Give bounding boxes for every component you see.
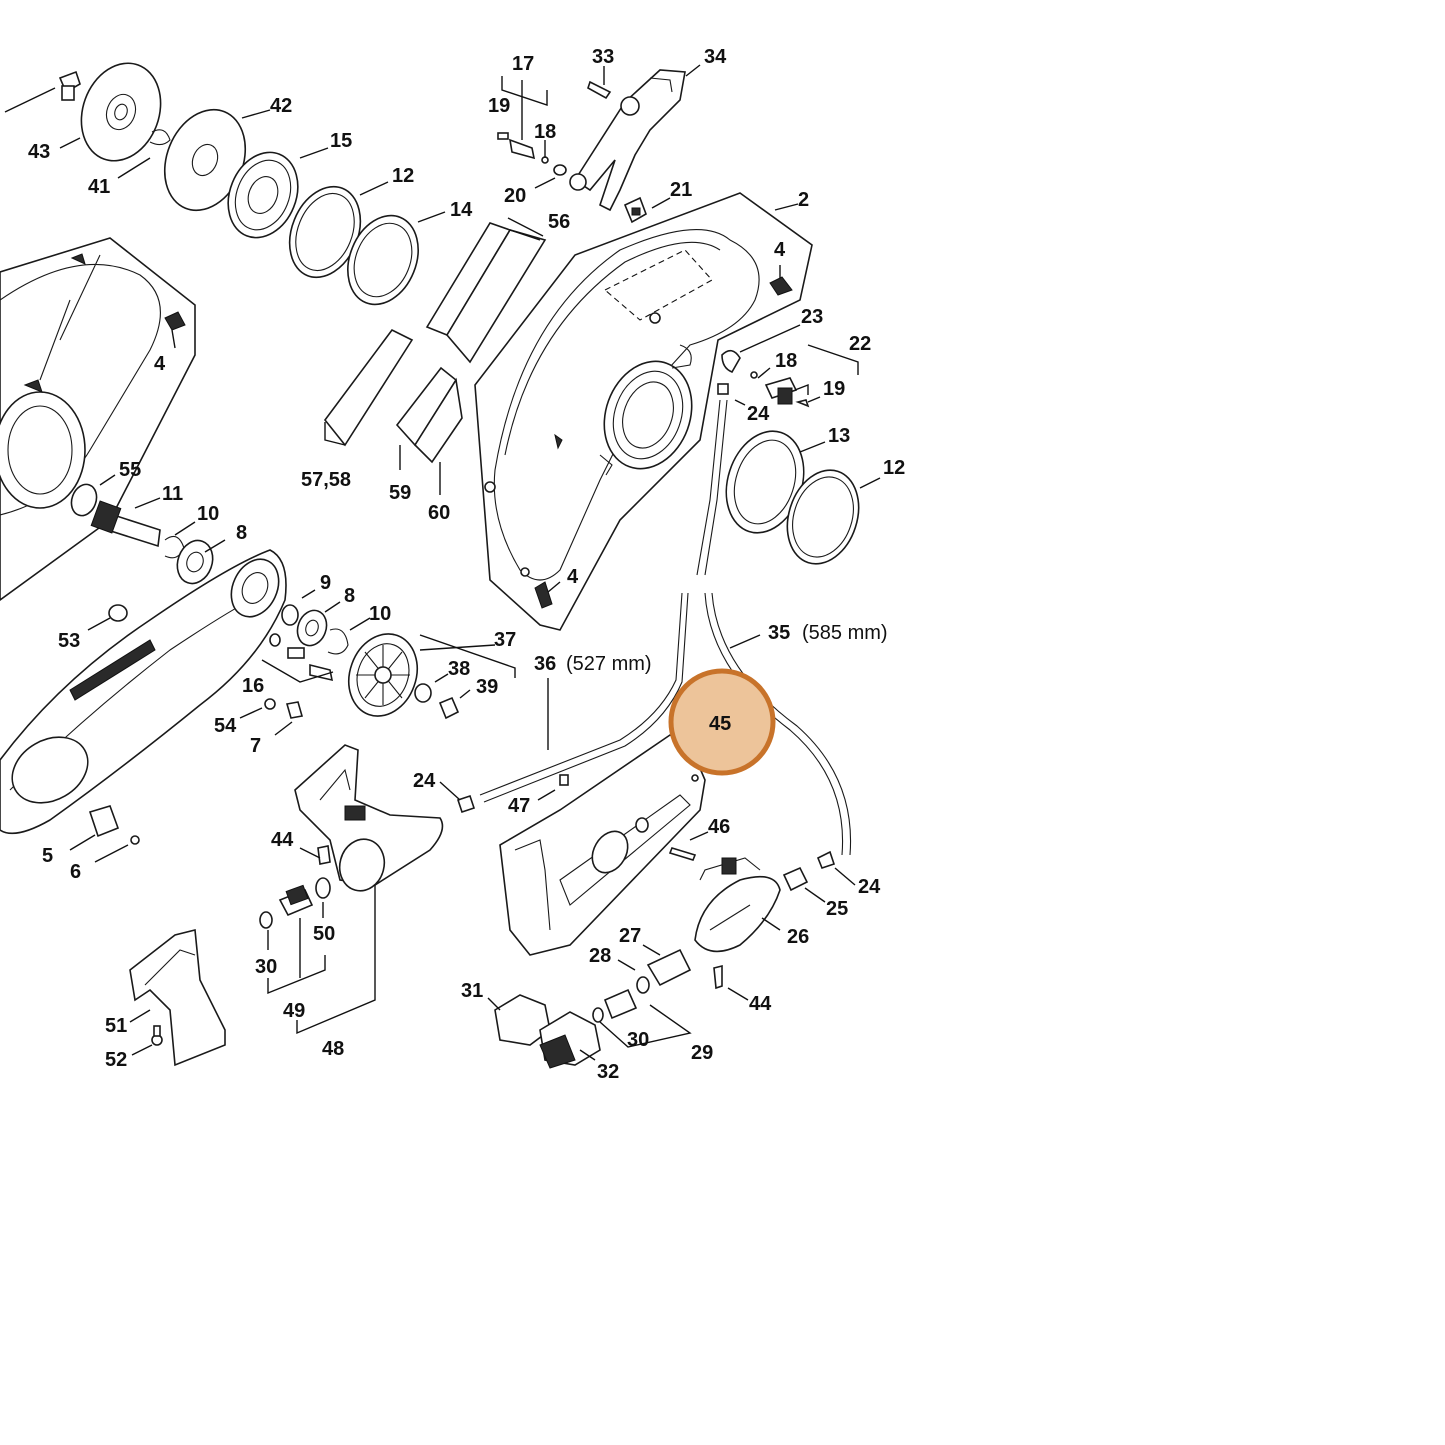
parts-right-upper (717, 344, 860, 565)
callout-20[interactable]: 20 (504, 185, 526, 207)
callout-47[interactable]: 47 (508, 795, 530, 817)
water-hoses (456, 399, 852, 869)
main-guard-housing (474, 192, 813, 631)
callout-50[interactable]: 50 (313, 923, 335, 945)
callout-30-a[interactable]: 30 (255, 956, 277, 978)
callout-59[interactable]: 59 (389, 482, 411, 504)
parts-bottom-center (494, 734, 809, 1069)
callout-19[interactable]: 19 (488, 95, 510, 117)
callout-43[interactable]: 43 (28, 141, 50, 163)
callout-37[interactable]: 37 (494, 629, 516, 651)
callout-34[interactable]: 34 (704, 46, 727, 68)
callout-12-b[interactable]: 12 (883, 457, 905, 479)
hose-callouts: 36 (527 mm) 35 (585 mm) (534, 622, 888, 675)
callout-30-b[interactable]: 30 (627, 1029, 649, 1051)
callout-48[interactable]: 48 (322, 1038, 344, 1060)
callout-2[interactable]: 2 (798, 189, 809, 211)
callout-4-a[interactable]: 4 (774, 239, 786, 261)
callout-46[interactable]: 46 (708, 816, 730, 838)
callout-56[interactable]: 56 (548, 211, 570, 233)
callout-18[interactable]: 18 (534, 121, 556, 143)
callout-25[interactable]: 25 (826, 898, 848, 920)
hose-36-number[interactable]: 36 (534, 653, 556, 675)
callout-60[interactable]: 60 (428, 502, 450, 524)
callout-26[interactable]: 26 (787, 926, 809, 948)
hose-36-length: (527 mm) (566, 653, 652, 675)
callout-13[interactable]: 13 (828, 425, 850, 447)
callout-5[interactable]: 5 (42, 845, 53, 867)
callout-31[interactable]: 31 (461, 980, 483, 1002)
callout-17[interactable]: 17 (512, 53, 534, 75)
parts-left-middle (0, 483, 287, 845)
left-housing (0, 237, 196, 601)
callout-27[interactable]: 27 (619, 925, 641, 947)
parts-top-center (497, 69, 686, 224)
callout-9[interactable]: 9 (320, 572, 331, 594)
callout-29[interactable]: 29 (691, 1042, 713, 1064)
callout-16[interactable]: 16 (242, 675, 264, 697)
highlight-label-45[interactable]: 45 (709, 713, 731, 735)
callout-24-c[interactable]: 24 (858, 876, 881, 898)
parts-top-left (58, 62, 419, 306)
callout-42[interactable]: 42 (270, 95, 292, 117)
filter-pads (323, 222, 547, 464)
callout-12[interactable]: 12 (392, 165, 414, 187)
callout-44-b[interactable]: 44 (749, 993, 772, 1015)
callout-21[interactable]: 21 (670, 179, 692, 201)
callout-24-a[interactable]: 24 (747, 403, 770, 425)
callout-10[interactable]: 10 (197, 503, 219, 525)
leader-lines (4, 64, 881, 1061)
hose-35-length: (585 mm) (802, 622, 888, 644)
callout-8[interactable]: 8 (236, 522, 247, 544)
pulley-group (261, 604, 516, 720)
callout-4-b[interactable]: 4 (154, 353, 166, 375)
callout-14[interactable]: 14 (450, 199, 473, 221)
callout-55[interactable]: 55 (119, 459, 141, 481)
callout-15[interactable]: 15 (330, 130, 352, 152)
callout-57-58[interactable]: 57,58 (301, 469, 351, 491)
callout-6[interactable]: 6 (70, 861, 81, 883)
callout-38[interactable]: 38 (448, 658, 470, 680)
callout-23[interactable]: 23 (801, 306, 823, 328)
highlight-marker-45[interactable] (668, 668, 776, 776)
callout-44-a[interactable]: 44 (271, 829, 294, 851)
callout-53[interactable]: 53 (58, 630, 80, 652)
callout-33[interactable]: 33 (592, 46, 614, 68)
callout-51[interactable]: 51 (105, 1015, 127, 1037)
callout-24-b[interactable]: 24 (413, 770, 436, 792)
callout-numbers: 43 41 42 15 12 14 17 19 18 20 33 34 21 5… (28, 46, 905, 1083)
callout-39[interactable]: 39 (476, 676, 498, 698)
parts-bottom-left (129, 744, 444, 1067)
callout-54[interactable]: 54 (214, 715, 237, 737)
callout-32[interactable]: 32 (597, 1061, 619, 1083)
callout-10-b[interactable]: 10 (369, 603, 391, 625)
hose-35-number[interactable]: 35 (768, 622, 790, 644)
callout-19-b[interactable]: 19 (823, 378, 845, 400)
callout-52[interactable]: 52 (105, 1049, 127, 1071)
callout-18-b[interactable]: 18 (775, 350, 797, 372)
callout-49[interactable]: 49 (283, 1000, 305, 1022)
callout-7[interactable]: 7 (250, 735, 261, 757)
callout-22[interactable]: 22 (849, 333, 871, 355)
callout-8-b[interactable]: 8 (344, 585, 355, 607)
callout-41[interactable]: 41 (88, 176, 110, 198)
callout-28[interactable]: 28 (589, 945, 611, 967)
callout-11[interactable]: 11 (162, 483, 183, 505)
callout-4-c[interactable]: 4 (567, 566, 579, 588)
